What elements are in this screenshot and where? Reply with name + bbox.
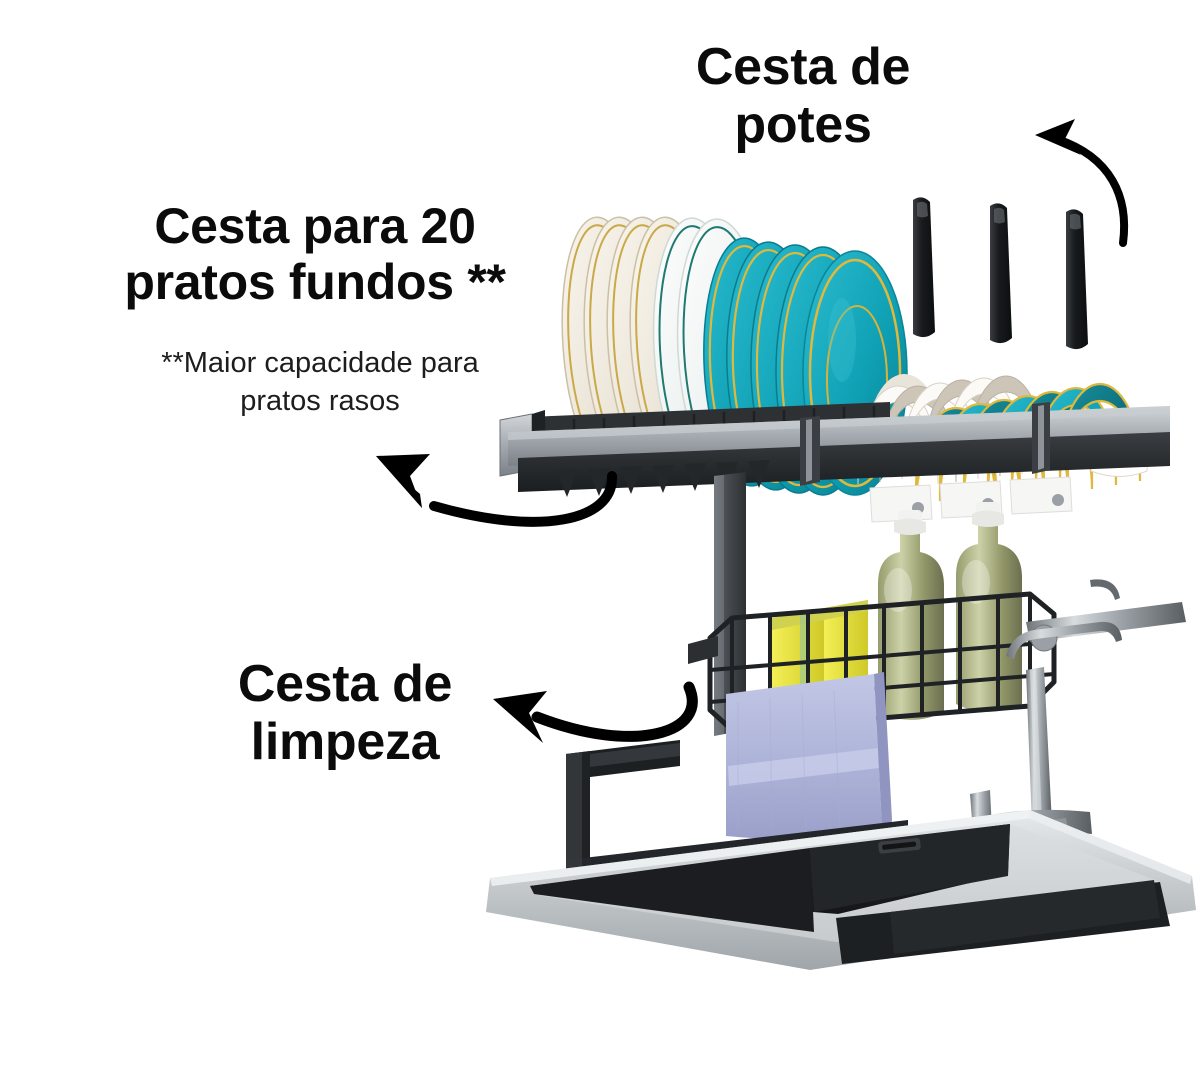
callout-title-cesta-de-limpeza: Cesta de limpeza	[237, 655, 453, 772]
cleaning-basket	[688, 502, 1186, 733]
knives-group	[913, 197, 1088, 350]
sink	[486, 810, 1196, 970]
towel	[726, 672, 892, 839]
upper-shelf-frame	[499, 402, 1170, 523]
product-image-dish-rack	[470, 170, 1200, 1068]
callout-title-cesta-20-pratos: Cesta para 20 pratos fundos **	[124, 198, 506, 310]
callout-subtitle-pratos-rasos: **Maior capacidade para pratos rasos	[161, 347, 479, 417]
callout-title-cesta-de-potes: Cesta de potes	[695, 38, 911, 155]
